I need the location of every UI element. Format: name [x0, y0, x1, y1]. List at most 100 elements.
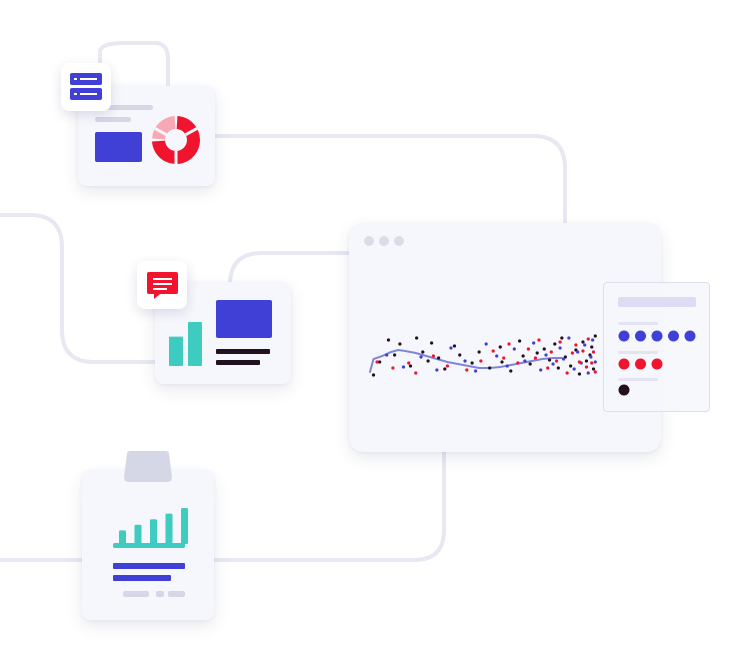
- legend-separator-3: [618, 378, 658, 381]
- window-dot-2: [379, 236, 389, 246]
- scatter-point-s3-9: [491, 349, 495, 353]
- legend-title-line: [618, 297, 696, 307]
- scatter-point-s3-5: [431, 354, 435, 358]
- scatter-point-s2-7: [474, 369, 478, 373]
- scatter-point-s2-9: [495, 354, 499, 358]
- scatter-point-s1-21: [518, 339, 522, 343]
- donut-slice-2: [152, 116, 176, 140]
- small-bar-chart: [169, 322, 202, 366]
- scatter-point-s1-19: [500, 360, 504, 364]
- scatter-point-s2-14: [539, 368, 543, 372]
- scatter-point-s2-4: [435, 368, 439, 372]
- scatter-point-s2-17: [558, 346, 562, 350]
- bar-card-art: [169, 300, 272, 366]
- indigo-block: [95, 132, 142, 162]
- report-bar-3: [150, 519, 157, 544]
- scatter-point-s1-15: [470, 361, 474, 365]
- text-line-2: [216, 360, 260, 365]
- scatter-point-s1-38: [591, 367, 596, 371]
- window-dot-1: [364, 236, 374, 246]
- clipboard-card: [82, 470, 214, 620]
- report-bar-5: [181, 508, 188, 544]
- donut-chart: [152, 116, 200, 164]
- scatter-point-s1-16: [477, 350, 481, 354]
- scatter-point-s1-9: [426, 359, 430, 363]
- scatter-point-s1-14: [458, 353, 462, 357]
- scatter-point-s1-20: [509, 369, 513, 373]
- scatter-point-s1-27: [553, 342, 557, 346]
- legend-dark-series: [618, 384, 630, 396]
- chat-badge: [137, 261, 187, 309]
- scatter-point-s3-21: [570, 351, 575, 355]
- text-line-1: [216, 349, 270, 354]
- scatter-point-s1-39: [593, 334, 597, 338]
- legend-indigo-series: [618, 330, 696, 342]
- scatter-point-s2-13: [532, 341, 536, 345]
- scatter-point-s1-1: [371, 373, 376, 377]
- legend-indigo-dot-4: [668, 330, 679, 342]
- legend-separator-1: [618, 322, 658, 325]
- legend-panel: [603, 282, 710, 412]
- report-bar-4: [165, 513, 173, 544]
- footer-line-2: [168, 591, 185, 597]
- legend-separator-2: [618, 351, 658, 354]
- scatter-point-s1-4: [393, 353, 397, 357]
- report-bar-2: [134, 524, 142, 544]
- scatter-point-s3-6: [445, 364, 450, 368]
- scatter-point-s1-12: [443, 367, 447, 371]
- scatter-point-s1-31: [569, 364, 573, 368]
- scatter-point-s1-18: [498, 345, 502, 349]
- window-dot-3: [394, 236, 404, 246]
- scatter-point-s3-11: [507, 342, 511, 346]
- scatter-point-s1-13: [452, 344, 457, 348]
- scatter-point-s1-22: [521, 354, 525, 358]
- scatter-point-s1-23: [528, 362, 532, 366]
- scatter-point-s3-15: [537, 338, 541, 342]
- legend-red-dot-1: [618, 358, 630, 370]
- small-bar-1: [169, 336, 183, 366]
- scatter-point-s2-8: [484, 342, 488, 346]
- scatter-point-s2-23: [583, 343, 587, 347]
- scatter-point-s3-12: [516, 361, 520, 365]
- scatter-point-s3-19: [558, 340, 562, 344]
- clipboard-icon: [122, 451, 174, 482]
- donut-card-art: [95, 105, 200, 164]
- scatter-point-s1-33: [577, 372, 582, 376]
- window-controls: [364, 236, 404, 246]
- screen-block: [216, 300, 272, 338]
- scatter-point-s2-6: [463, 359, 467, 363]
- scatter-point-s1-37: [590, 345, 594, 349]
- scatter-point-s1-11: [437, 356, 441, 360]
- clipboard-art: [113, 508, 188, 597]
- legend-indigo-dot-2: [635, 330, 646, 342]
- scatter-point-s1-7: [415, 336, 419, 340]
- scatter-point-s1-28: [556, 366, 560, 370]
- connector-server-to-window: [98, 41, 170, 90]
- scatter-point-s2-24: [586, 371, 590, 375]
- scatter-point-s1-34: [581, 340, 585, 344]
- legend-indigo-dot-1: [618, 330, 630, 342]
- scatter-point-s2-12: [523, 359, 527, 363]
- scatter-point-s2-3: [419, 355, 423, 359]
- trend-curve: [369, 348, 563, 373]
- scatter-point-s3-24: [581, 349, 585, 353]
- report-bar-1: [119, 530, 126, 544]
- scatter-point-s2-21: [576, 350, 580, 354]
- scatter-point-s3-2: [391, 366, 395, 370]
- footer-line-1: [123, 591, 149, 597]
- legend-red-dot-2: [635, 358, 646, 370]
- legend-red-series: [618, 358, 663, 370]
- scatter-point-s2-10: [505, 364, 509, 368]
- connector-left-loop: [0, 213, 157, 364]
- legend-red-dot-3: [651, 358, 663, 370]
- baseline: [113, 543, 185, 548]
- scatter-point-s3-10: [502, 356, 506, 360]
- report-line-1: [113, 563, 185, 569]
- scatter-point-s3-13: [526, 347, 531, 351]
- scatter-point-s3-20: [565, 371, 569, 375]
- scatter-point-s3-22: [574, 343, 578, 347]
- scatter-point-s3-7: [465, 368, 469, 372]
- scatter-point-s2-18: [562, 357, 566, 361]
